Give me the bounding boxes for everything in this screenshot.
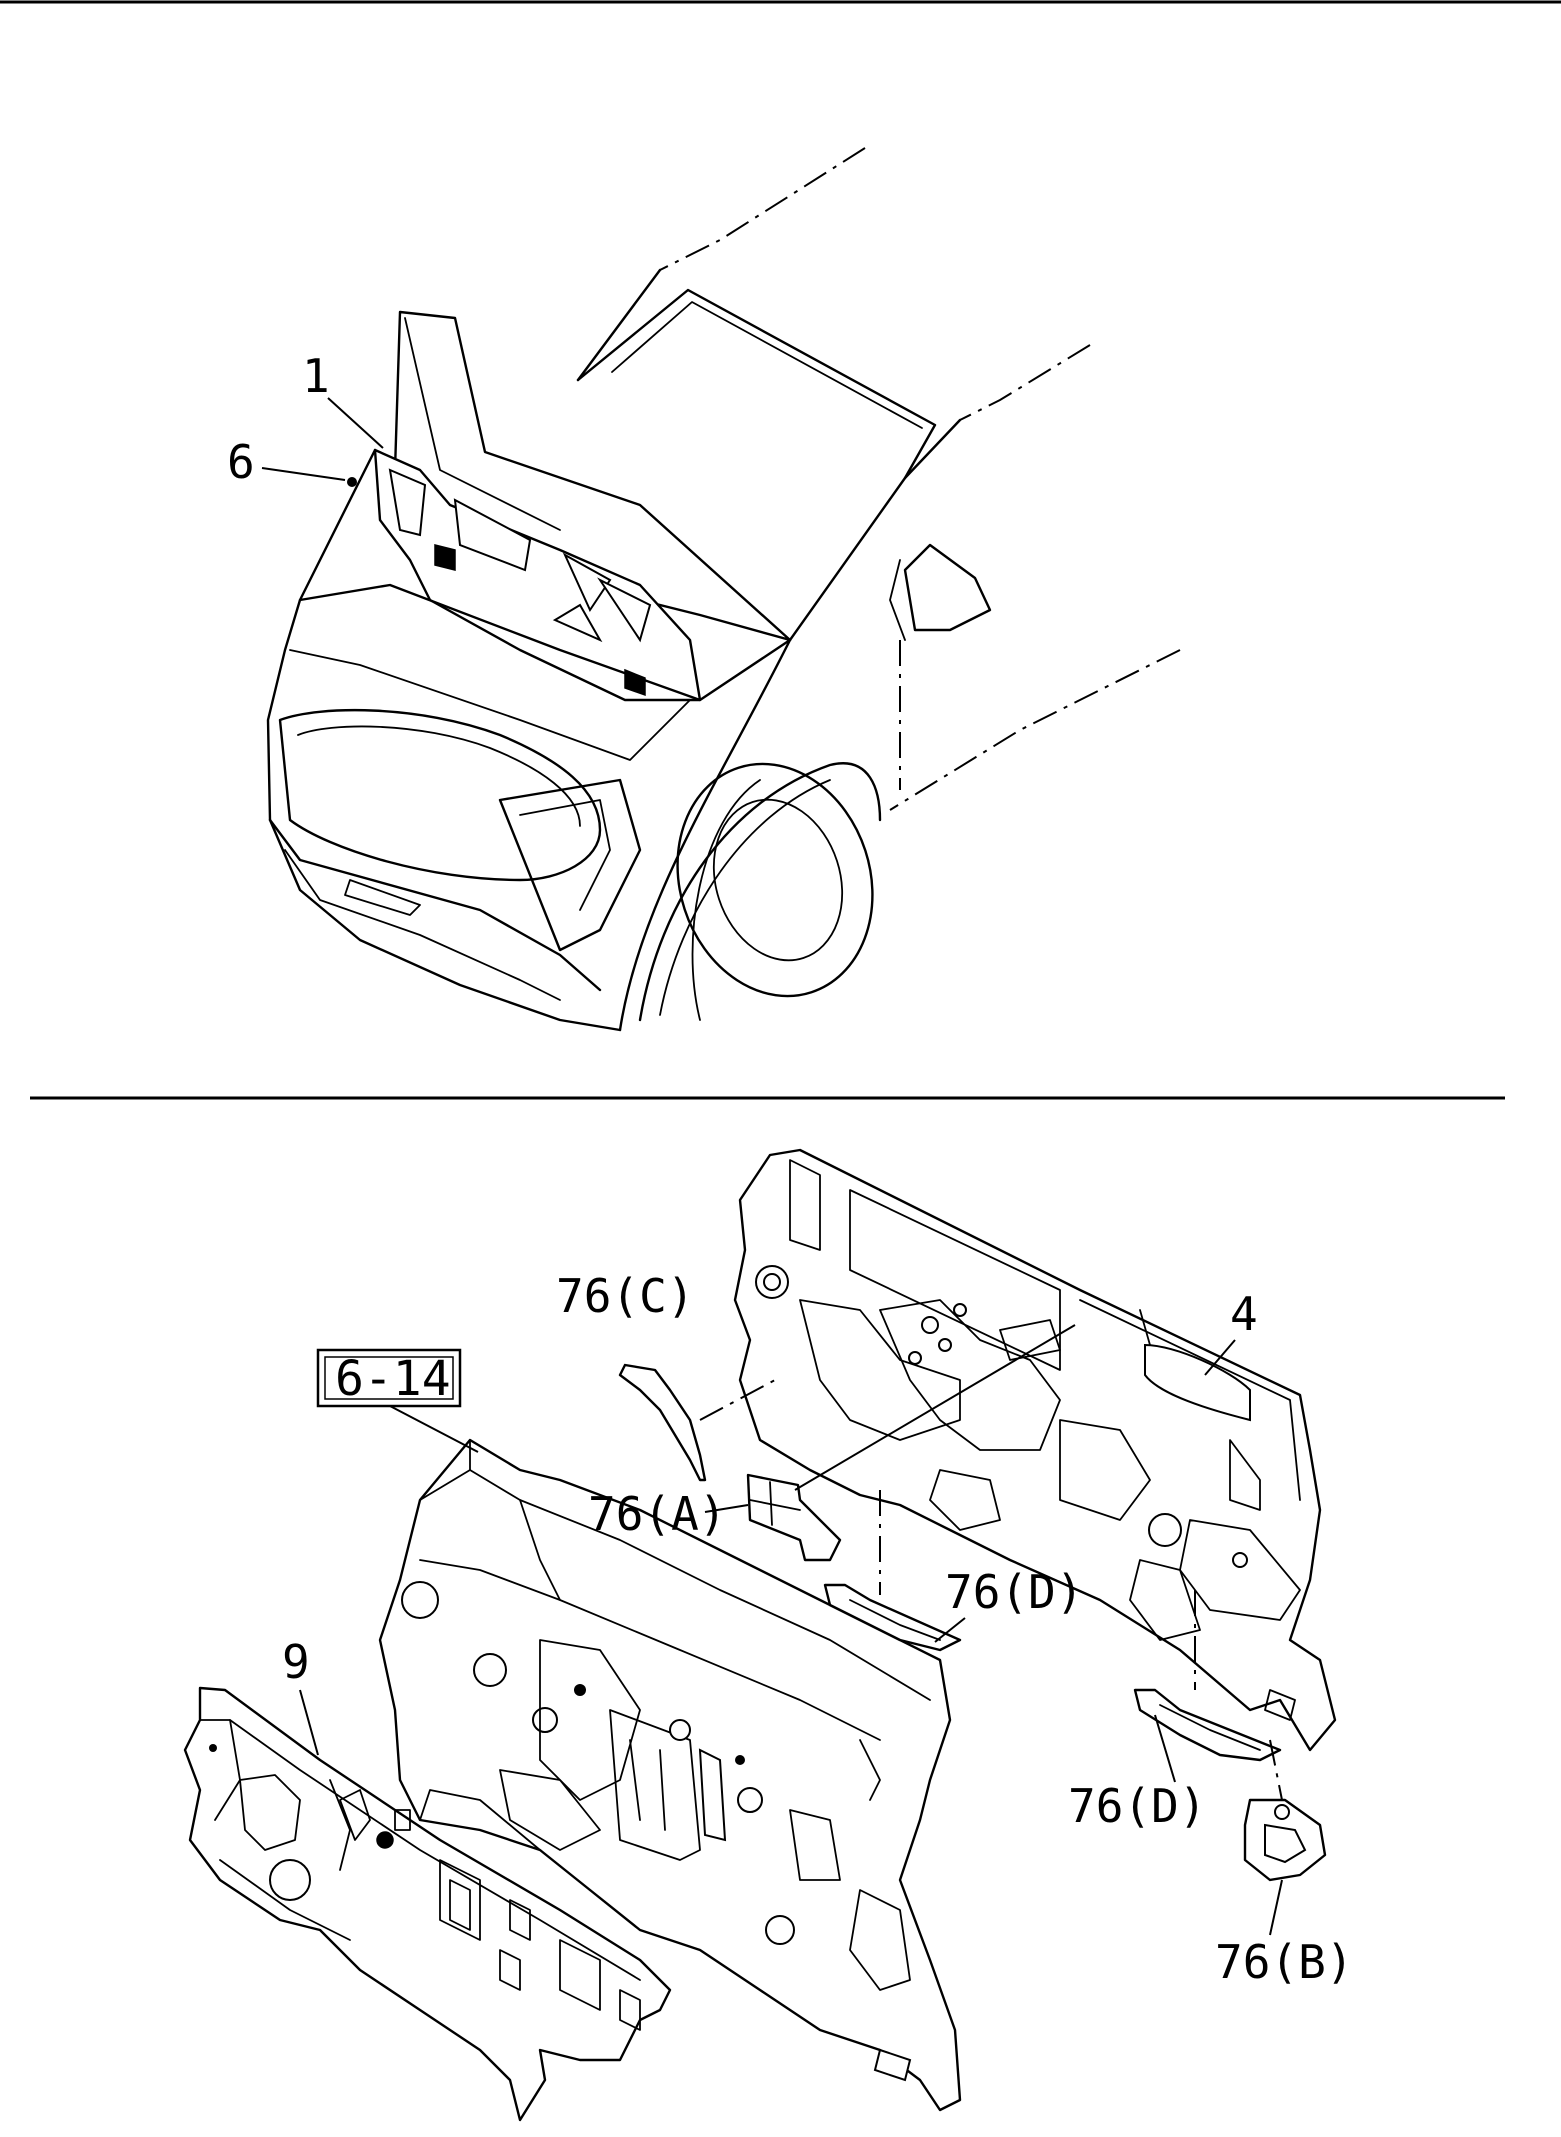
callout-76d-lower-label: 76(D) <box>1068 1779 1206 1833</box>
callout-76a: 76(A) <box>588 1487 749 1541</box>
dash-insulator-4 <box>733 1148 1337 1752</box>
callout-76c: 76(C) <box>556 1269 694 1323</box>
callout-76a-label: 76(A) <box>588 1487 726 1541</box>
insulator-76a <box>746 1473 842 1562</box>
insulator-76d-lower <box>1133 1688 1282 1762</box>
reference-box-6-14[interactable]: 6-14 <box>316 1348 479 1453</box>
callout-76c-label: 76(C) <box>556 1269 694 1323</box>
callout-1: 1 <box>302 349 384 449</box>
callout-6-label: 6 <box>227 435 255 489</box>
insulator-76d-upper <box>823 1583 962 1652</box>
callout-1-label: 1 <box>302 349 330 403</box>
callout-9: 9 <box>282 1635 319 1756</box>
callout-76d-upper: 76(D) <box>934 1565 1083 1643</box>
callout-6: 6 <box>227 435 357 489</box>
callout-4-label: 4 <box>1230 1287 1258 1341</box>
callout-9-label: 9 <box>282 1635 310 1689</box>
reference-label: 6-14 <box>335 1351 451 1407</box>
insulator-76b <box>1243 1798 1327 1882</box>
callout-76d-lower: 76(D) <box>1068 1714 1206 1833</box>
vehicle-front-illustration <box>266 147 1181 1032</box>
insulator-76c <box>618 1363 707 1482</box>
dash-panel-6-14 <box>378 1438 962 2112</box>
callout-76d-upper-label: 76(D) <box>945 1565 1083 1619</box>
callout-4: 4 <box>1204 1287 1258 1376</box>
dash-silencer-9 <box>183 1686 672 2122</box>
callout-76b-label: 76(B) <box>1215 1935 1353 1989</box>
callout-76b: 76(B) <box>1215 1879 1353 1989</box>
